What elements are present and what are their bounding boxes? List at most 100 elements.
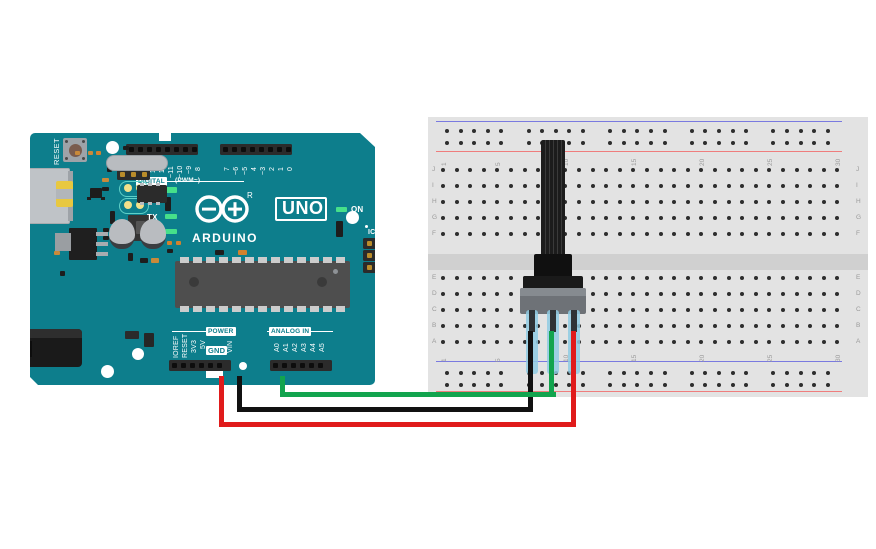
power-group-label: POWER [206,327,236,336]
voltage-regulator [69,228,97,260]
wire-red-seg-horizontal[interactable] [219,422,576,427]
breadboard-label: I [432,182,434,189]
mounting-hole-right [346,211,359,224]
crystal-oscillator [106,155,168,171]
wire-black-seg-horizontal[interactable] [237,407,533,412]
breadboard-label: 5 [495,358,503,362]
led-rx [165,229,177,234]
led-on-label: ON [351,205,364,214]
regulator-lead-2 [96,242,108,246]
uno-wordmark: UNO [282,198,324,218]
pin-label-9: ~9 [186,165,193,174]
mounting-hole-top-left [106,141,119,154]
smd-lead-2 [101,197,105,200]
smd-above-mcu-1 [215,250,224,255]
smd-tiny-2 [88,151,93,155]
smd-bottom-4 [60,271,65,276]
potentiometer-shaft[interactable] [541,140,565,258]
pin-label-7: 7 [224,166,231,171]
arduino-uno-board[interactable]: RESET AREF GND [30,133,375,385]
breadboard-label: 25 [767,354,775,362]
wire-red-seg-vertical-board[interactable] [219,376,224,427]
pin-label-a2: A2 [292,343,299,352]
pad-outline-2 [119,198,149,214]
icsp-header-row3[interactable] [363,262,375,273]
smd-cap-1 [102,178,109,182]
potentiometer-pin-1[interactable] [529,310,535,332]
smd-bottom-2 [144,333,154,347]
breadboard-label: H [856,198,861,205]
breadboard-label: 25 [767,158,775,166]
electrolytic-cap-1 [109,219,135,249]
digital-header-right[interactable] [220,144,292,155]
breadboard-label: J [432,166,436,173]
breadboard-label: E [856,274,861,281]
pin-label-a4: A4 [310,343,317,352]
digital-header-left[interactable] [126,144,198,155]
wire-black-seg-vertical-board[interactable] [237,376,242,412]
breadboard-bottom-rail[interactable] [428,359,868,397]
breadboard-label: F [856,230,860,237]
breadboard-label: F [432,230,436,237]
pin-label-2: 2 [269,166,276,171]
power-header[interactable] [169,360,231,371]
regulator-lead-3 [96,252,108,256]
top-rail-negative-line [436,121,842,123]
wire-green-seg-horizontal[interactable] [280,392,556,397]
potentiometer-pin-2[interactable] [550,310,556,332]
power-jack-top [30,329,82,338]
pin-label-a5: A5 [319,343,326,352]
breadboard-label: 1 [441,358,448,362]
potentiometer-pin-3[interactable] [571,310,577,332]
breadboard-label: 15 [631,354,639,362]
wire-green-seg-vertical-board[interactable] [280,376,285,396]
reset-pad-tr [82,140,85,143]
pin-label-0: 0 [287,166,294,171]
pin-label-vin: VIN [227,340,234,353]
smd-res-rx [176,241,181,245]
smd-bottom-3 [54,251,60,255]
wire-green-seg-vertical-bb[interactable] [549,331,554,397]
uno-box [275,197,327,221]
pin-label-5: ~5 [242,166,249,175]
opamp-chip [137,185,167,203]
breadboard-label: 5 [495,162,503,166]
wire-red-seg-vertical-bb[interactable] [571,331,576,427]
silk-tab-top [159,133,171,141]
pwm-group-label: (PWM~) [175,177,201,184]
power-jack-barrel [30,341,32,357]
smd-transistor [90,188,102,198]
breadboard-label: 30 [835,354,843,362]
pin-label-1: 1 [278,166,285,171]
smd-above-mcu-2 [238,250,247,255]
bottom-rail-negative-line [436,361,842,363]
breadboard-label: 15 [631,158,639,166]
breadboard-label: 20 [699,158,707,166]
pin-label-8: 8 [195,166,202,171]
breadboard-label: H [432,198,437,205]
breadboard-label: D [856,290,861,297]
breadboard-label: C [432,306,437,313]
breadboard-label: J [856,166,860,173]
potentiometer-body-highlight [520,288,586,296]
pin-label-ioref: IOREF [173,335,180,358]
breadboard-top-rail[interactable] [428,117,868,155]
led-tx [165,214,177,219]
breadboard-label: B [432,322,437,329]
arduino-surface: RESET AREF GND [30,133,375,385]
smd-bottom-1 [125,331,139,339]
analog-group-label: ANALOG IN [269,327,312,336]
opamp-pins [137,183,167,205]
smd-tiny-5 [140,258,148,263]
reset-pad-br [82,157,85,160]
digital-group-label: DIGITAL [136,177,167,186]
via-bottom-2 [132,348,144,360]
icsp-header-row2[interactable] [363,250,375,261]
analog-header[interactable] [270,360,332,371]
pin-label-6: ~6 [233,166,240,175]
wire-black-seg-vertical-bb[interactable] [528,331,533,412]
silk-tab-bottom [206,371,223,378]
potentiometer[interactable] [514,140,614,374]
icsp-header-row1[interactable] [363,238,375,249]
